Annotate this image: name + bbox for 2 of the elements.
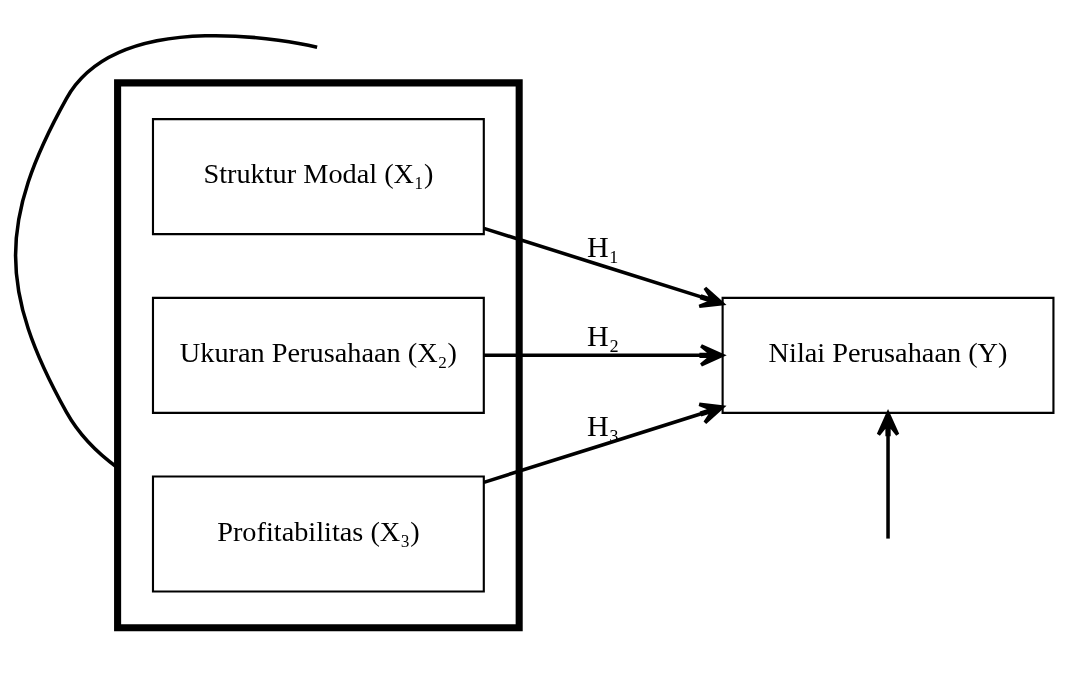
edge-label: H₂ <box>587 318 620 353</box>
edge-label: H₁ <box>587 229 620 264</box>
